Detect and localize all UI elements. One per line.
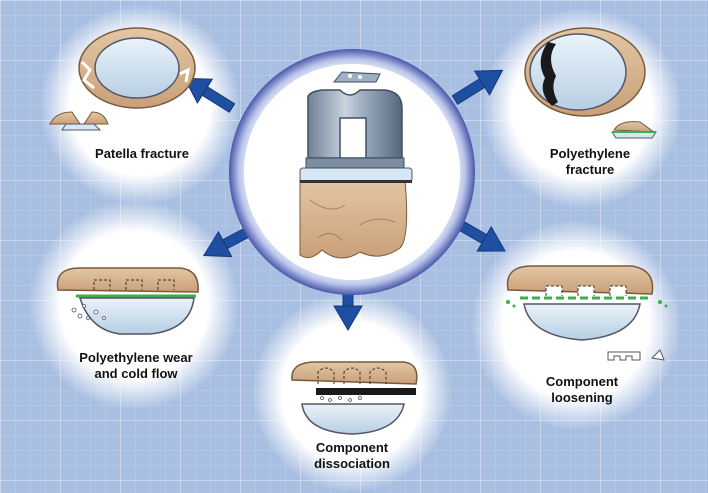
arrow-to-patella-fracture [183,77,236,113]
component-loosening-illustration [506,265,668,361]
component-dissociation-illustration [291,361,418,435]
arrow-to-component-loosening [456,219,506,252]
polyethylene-fracture-illustration [524,27,657,139]
knee-prosthesis-illustration [299,71,413,259]
label-component-loosening: Component loosening [545,374,619,405]
label-polyethylene-wear: Polyethylene wear and cold flow [79,350,193,381]
label-patella-fracture: Patella fracture [95,146,189,161]
polyethylene-wear-illustration [56,267,199,335]
label-component-dissociation: Component dissociation [314,440,390,471]
arrow-to-polyethylene-fracture [451,69,504,105]
label-polyethylene-fracture: Polyethylene fracture [549,146,631,177]
patella-fracture-illustration [49,27,196,131]
